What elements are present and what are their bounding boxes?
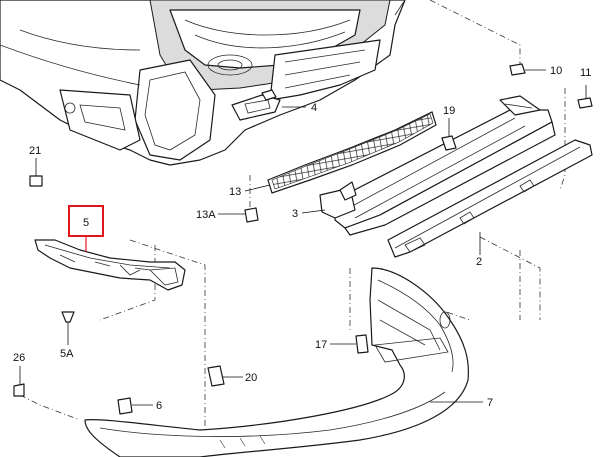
callout-26: 26 — [13, 352, 25, 364]
part-19-clip — [441, 135, 457, 151]
part-5a-screw — [61, 311, 75, 323]
part-17-clip — [355, 334, 369, 354]
callout-5: 5 — [83, 217, 89, 229]
assembly-guide-lines — [19, 0, 566, 457]
part-11-screw — [577, 97, 593, 109]
callout-11: 11 — [580, 67, 591, 79]
part-6-clip — [117, 397, 133, 415]
callout-13a: 13A — [196, 209, 216, 221]
fasteners — [13, 63, 593, 415]
rear-body-panel — [0, 0, 406, 166]
leader-lines — [19, 69, 587, 406]
highlighted-callout-5[interactable]: 5 — [68, 205, 104, 252]
callout-5a: 5A — [60, 348, 74, 360]
callout-21: 21 — [29, 145, 41, 157]
part-2-trim-strip — [387, 139, 593, 258]
part-20-clip — [207, 365, 225, 387]
callout-7: 7 — [487, 397, 493, 409]
part-1-nut — [261, 89, 277, 101]
part-13a-clip — [244, 207, 259, 223]
callout-20: 20 — [245, 372, 257, 384]
part-21-screw — [29, 175, 43, 187]
part-3-bumper-carrier — [319, 95, 556, 236]
callout-10: 10 — [550, 65, 562, 77]
callout-19: 19 — [443, 105, 455, 117]
part-7-bumper-cover — [84, 267, 470, 457]
callout-4: 4 — [311, 102, 317, 114]
part-10-clip — [509, 63, 526, 76]
part-5-bumper-bracket — [34, 239, 186, 291]
part-13-grille — [267, 111, 437, 194]
callout-17: 17 — [315, 339, 327, 351]
callout-labels: 4 10 11 19 21 13 13A 3 2 17 5A 20 26 6 7 — [13, 65, 591, 412]
callout-6: 6 — [156, 400, 162, 412]
callout-2: 2 — [476, 256, 482, 268]
part-26-screw — [13, 383, 25, 397]
callout-3: 3 — [292, 208, 298, 220]
callout-13: 13 — [229, 186, 241, 198]
